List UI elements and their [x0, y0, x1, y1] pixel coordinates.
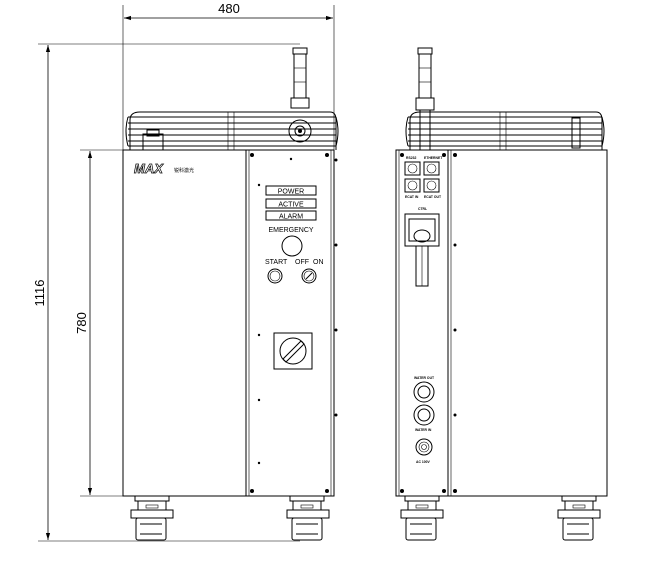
water-in-label: WATER IN [415, 428, 432, 432]
water-in-port [413, 404, 435, 426]
key-switch [301, 268, 317, 284]
indicator-active-label: ACTIVE [278, 202, 304, 209]
emergency-button [281, 235, 303, 257]
main-switch [273, 332, 313, 370]
front-view: MAX 锐科激光 POWER ACTIVE ALARM EMERGENCY ST… [122, 47, 339, 541]
ecat-out-label: ECAT OUT [424, 195, 442, 199]
ethernet-port [423, 161, 440, 176]
front-caster-left [130, 495, 174, 541]
dimension-body-height: 780 [74, 149, 124, 497]
indicator-power: POWER [265, 185, 317, 196]
start-label: START [265, 259, 288, 266]
total-height-label: 1116 [32, 280, 47, 307]
ac-label: AC 100V [416, 460, 430, 464]
ethernet-label: ETHERNET [424, 156, 443, 160]
ac-connector [415, 438, 433, 456]
dimension-width: 480 [122, 1, 335, 150]
ecat-in-label: ECAT IN [405, 195, 419, 199]
off-label: OFF [295, 259, 309, 266]
indicator-alarm: ALARM [265, 210, 317, 221]
indicator-power-label: POWER [278, 189, 304, 196]
dimension-total-height: 1116 [32, 43, 300, 542]
ctrl-connector [404, 213, 440, 287]
rs232-port [404, 161, 421, 176]
body-height-label: 780 [74, 312, 89, 334]
side-cabinet [395, 149, 608, 497]
water-out-port [413, 381, 435, 403]
emergency-label: EMERGENCY [268, 227, 313, 234]
brand-logo: MAX [134, 161, 164, 176]
indicator-active: ACTIVE [265, 198, 317, 209]
front-cabinet [122, 149, 335, 497]
water-out-label: WATER OUT [414, 376, 435, 380]
start-button [267, 268, 283, 284]
side-caster-right [557, 495, 601, 541]
ctrl-label: CTRL [418, 207, 427, 211]
ecat-in-port [404, 178, 421, 193]
front-handle [125, 111, 339, 151]
side-caster-left [400, 495, 444, 541]
on-label: ON [313, 259, 324, 266]
front-signal-tower [288, 47, 312, 143]
side-view: RS232 ETHERNET ECAT IN ECAT OUT CTRL WAT… [395, 47, 608, 541]
side-handle [405, 111, 605, 150]
ecat-out-port [423, 178, 440, 193]
front-caster-right [286, 495, 330, 541]
rs232-label: RS232 [406, 156, 416, 160]
brand-subtitle: 锐科激光 [174, 167, 194, 174]
width-label: 480 [218, 1, 240, 16]
indicator-alarm-label: ALARM [279, 214, 303, 221]
